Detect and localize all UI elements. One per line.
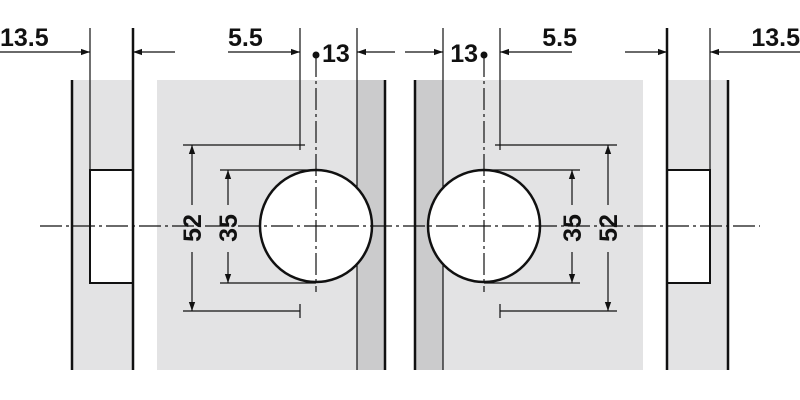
- dim-cup-diameter-left: 35: [215, 214, 243, 242]
- dim-edge-distance-right: 13.5: [751, 24, 800, 52]
- dim-center-distance-left: 13: [322, 40, 350, 68]
- dim-offset-right: 5.5: [542, 24, 577, 52]
- left-hinge-layout: [0, 28, 395, 370]
- dim-edge-distance-left: 13.5: [0, 24, 49, 52]
- dim-center-distance-right: 13: [450, 40, 478, 68]
- dim-cup-diameter-right: 35: [559, 214, 587, 242]
- dim-offset-left: 5.5: [228, 24, 263, 52]
- dim-outer-height-left: 52: [179, 214, 207, 242]
- dim-outer-height-right: 52: [595, 214, 623, 242]
- right-hinge-layout: [405, 28, 800, 370]
